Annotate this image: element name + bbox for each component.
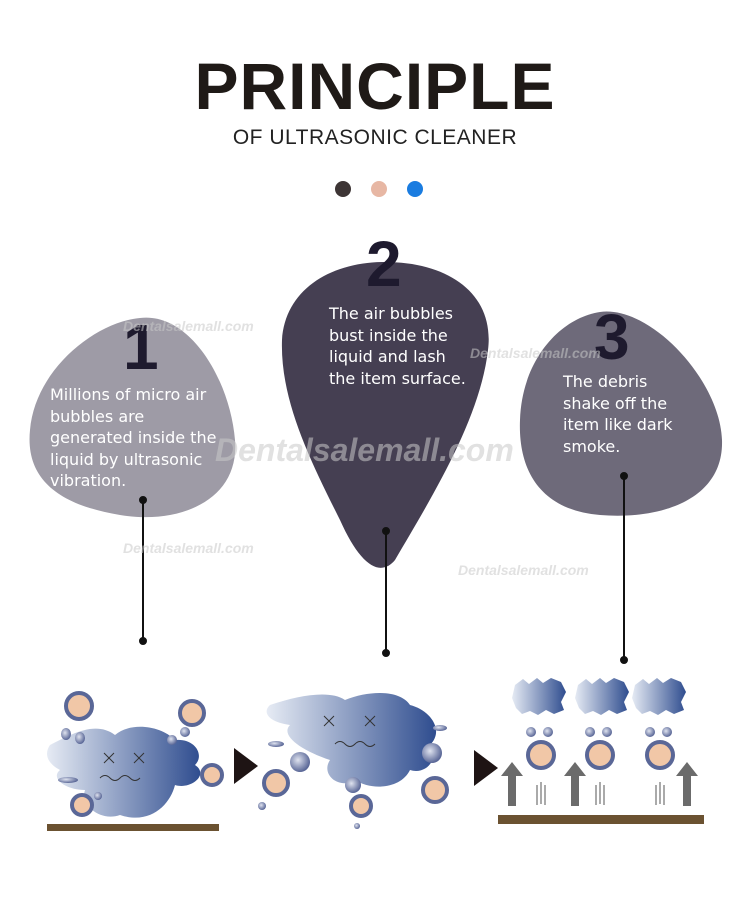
watermark: Dentalsalemall.com	[123, 318, 254, 334]
stage-3-illustration	[498, 678, 704, 824]
step-3-number: 3	[594, 301, 630, 373]
page-subtitle: OF ULTRASONIC CLEANER	[232, 126, 518, 149]
decor-dot-peach	[371, 181, 387, 197]
watermark: Dentalsalemall.com	[123, 540, 254, 556]
stage-2-illustration	[258, 693, 449, 829]
watermark: Dentalsalemall.com	[458, 562, 589, 578]
step-1-text: Millions of micro air bubbles are genera…	[50, 385, 217, 490]
decor-dot-dark	[335, 181, 351, 197]
stage-1-illustration	[47, 691, 224, 831]
step-1-blob	[29, 317, 236, 518]
arrow-right-1	[234, 748, 258, 784]
step-2-text: The air bubbles bust inside the liquid a…	[329, 304, 466, 388]
step-3-text: The debris shake off the item like dark …	[563, 372, 673, 456]
arrow-right-2	[474, 750, 498, 786]
step-2-number: 2	[366, 228, 402, 300]
decor-dot-blue	[407, 181, 423, 197]
page-title: PRINCIPLE	[194, 49, 556, 123]
watermark: Dentalsalemall.com	[470, 345, 601, 361]
step-1-number: 1	[123, 311, 159, 383]
watermark: Dentalsalemall.com	[215, 432, 514, 468]
step-2-blob	[281, 262, 489, 568]
connector-lines	[139, 472, 628, 664]
step-3-blob	[519, 311, 723, 516]
